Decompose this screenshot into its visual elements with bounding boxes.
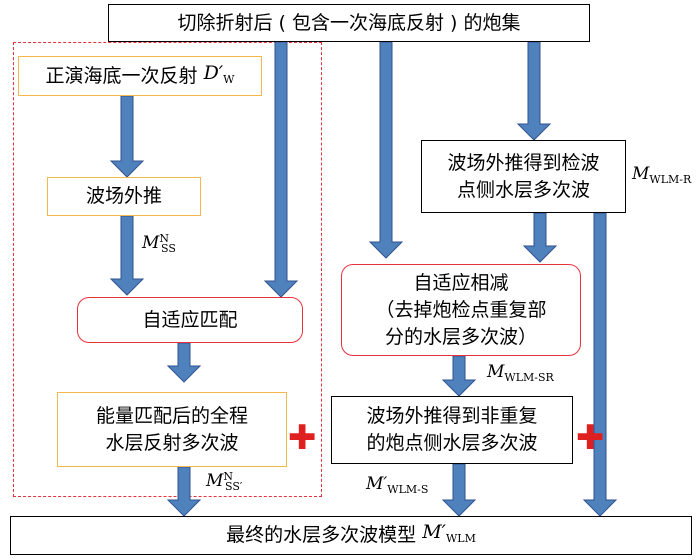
final-model-symbol: M′WLM <box>422 521 476 545</box>
adaptive-matching-box: 自适应匹配 <box>77 297 303 343</box>
arrow-top-to-receiver <box>516 41 552 141</box>
adaptive-subtraction-line2: （去掉炮检点重复部 <box>375 298 547 321</box>
forward-modeling-box: 正演海底一次反射 D′W <box>18 56 262 96</box>
forward-modeling-symbol: D′W <box>203 61 235 86</box>
top-shot-gather-box: 切除折射后 ( 包含一次海底反射 ) 的炮集 <box>108 4 590 42</box>
arrow-receiver-to-final <box>582 212 618 517</box>
final-model-box: 最终的水层多次波模型 M′WLM <box>10 516 692 555</box>
forward-modeling-text: 正演海底一次反射 <box>45 64 204 87</box>
label-wlm-s: M′WLM-S <box>366 474 429 496</box>
top-shot-gather-text: 切除折射后 ( 包含一次海底反射 ) 的炮集 <box>177 11 521 34</box>
arrow-top-to-subtract <box>368 41 404 259</box>
receiver-side-line1: 波场外推得到检波 <box>447 151 600 174</box>
receiver-side-box: 波场外推得到检波 点侧水层多次波 <box>421 140 626 213</box>
non-repeat-shot-side-box: 波场外推得到非重复 的炮点侧水层多次波 <box>331 396 573 464</box>
adaptive-subtraction-line1: 自适应相减 <box>413 271 509 294</box>
wavefield-extrapolation-text: 波场外推 <box>85 185 162 207</box>
arrow-match-to-energy <box>166 342 202 383</box>
energy-matched-line2: 水层反射多次波 <box>105 431 239 454</box>
receiver-side-line2: 点侧水层多次波 <box>456 178 590 201</box>
energy-matched-box: 能量匹配后的全程 水层反射多次波 <box>57 392 287 467</box>
adaptive-subtraction-line3: 分的水层多次波） <box>384 325 537 348</box>
arrow-top-to-match <box>263 41 299 298</box>
energy-matched-line1: 能量匹配后的全程 <box>95 404 248 427</box>
arrow-forward-to-extrap <box>109 95 145 178</box>
final-model-text: 最终的水层多次波模型 <box>226 524 423 546</box>
adaptive-matching-text: 自适应匹配 <box>142 308 238 331</box>
non-repeat-line1: 波场外推得到非重复 <box>366 405 538 427</box>
arrow-nonrepeat-to-final <box>441 463 477 517</box>
arrow-subtract-to-nonrepeat <box>441 355 477 397</box>
label-mss-prime: MNSS′ <box>206 470 243 493</box>
wavefield-extrapolation-box: 波场外推 <box>47 177 201 216</box>
non-repeat-line2: 的炮点侧水层多次波 <box>366 432 538 454</box>
label-mss: MNSS <box>142 232 176 255</box>
arrow-extrap-to-match <box>109 215 145 296</box>
arrow-energy-to-final <box>166 466 202 517</box>
adaptive-subtraction-box: 自适应相减 （去掉炮检点重复部 分的水层多次波） <box>341 264 581 356</box>
plus-sign-right: ✚ <box>576 418 605 458</box>
plus-sign-left: ✚ <box>288 418 317 458</box>
arrow-receiver-to-subtract <box>522 212 558 263</box>
label-wlm-sr: MWLM-SR <box>487 362 554 384</box>
label-wlm-r: MWLM-R <box>632 164 692 186</box>
dashed-group-box <box>13 42 322 497</box>
